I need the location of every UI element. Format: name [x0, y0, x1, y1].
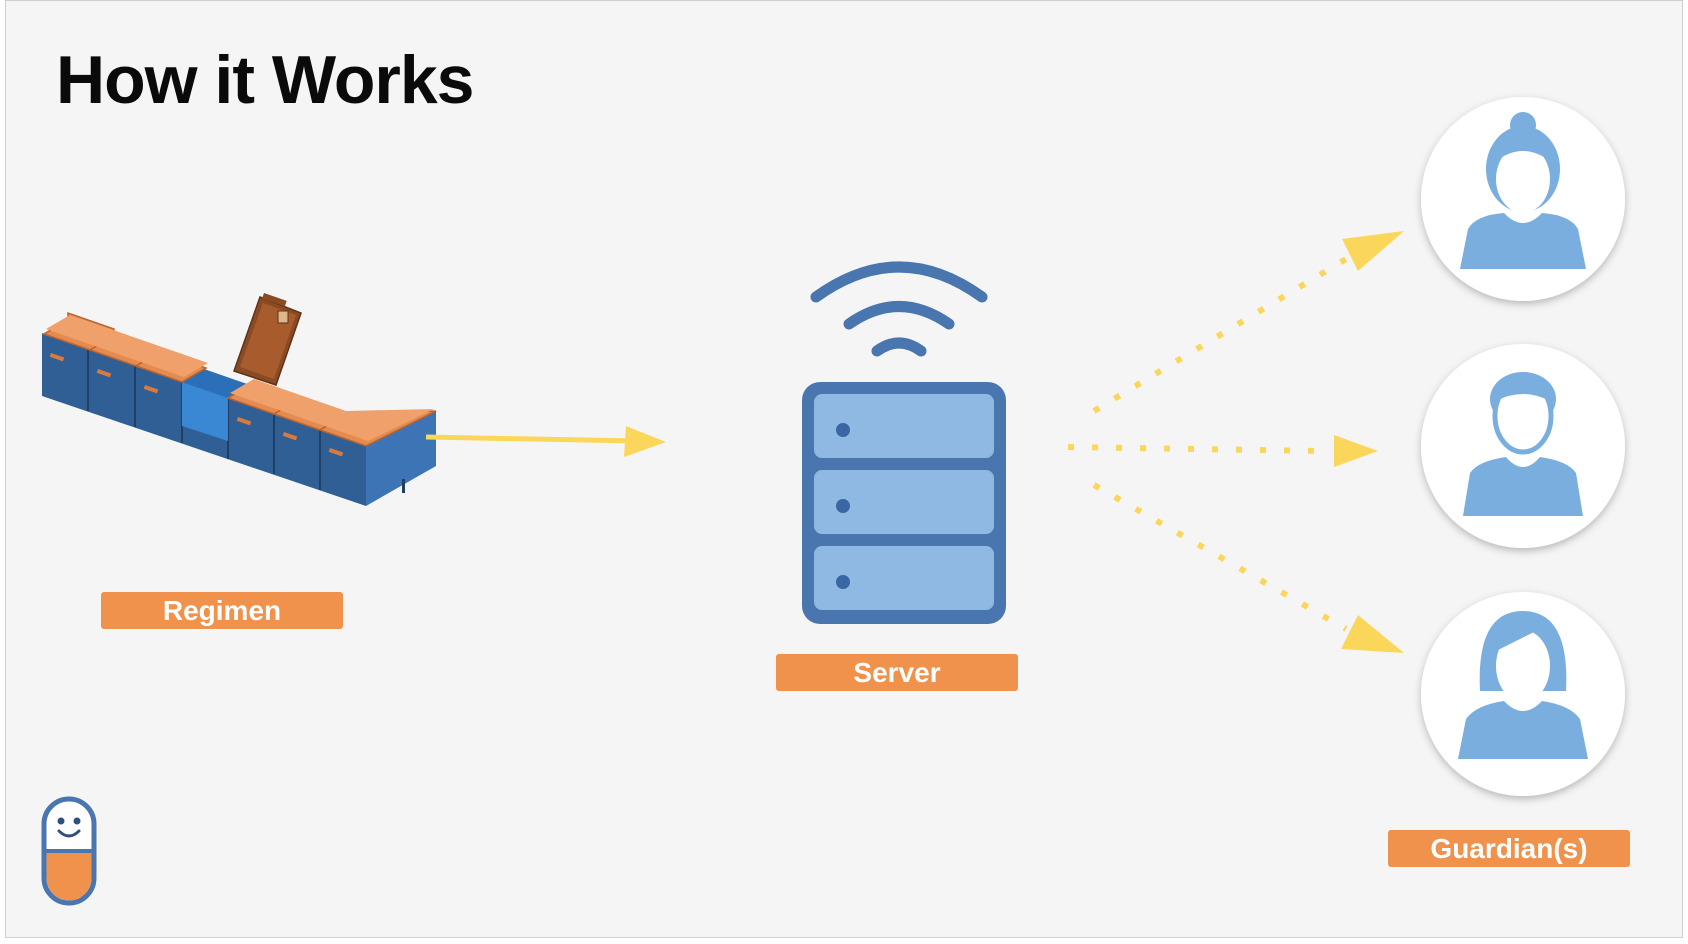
server-label: Server	[776, 654, 1018, 691]
guardian-woman-bun-icon	[1421, 97, 1625, 301]
wifi-icon	[810, 261, 988, 357]
pill-organizer-icon	[42, 292, 437, 506]
guardian-man-icon	[1421, 344, 1625, 548]
arrow-server-to-guardian-1	[1092, 231, 1404, 414]
guardians-label: Guardian(s)	[1388, 830, 1630, 867]
guardian-woman-icon	[1421, 592, 1625, 796]
pill-mascot-icon	[41, 796, 97, 906]
arrow-regimen-to-server	[425, 426, 666, 457]
regimen-label: Regimen	[101, 592, 343, 629]
slide-title: How it Works	[56, 42, 474, 118]
slide: How it Works	[5, 0, 1683, 938]
arrow-server-to-guardian-3	[1092, 482, 1404, 653]
arrow-server-to-guardian-2	[1067, 435, 1378, 467]
diagram-canvas	[41, 97, 1625, 906]
server-icon	[802, 382, 1006, 624]
